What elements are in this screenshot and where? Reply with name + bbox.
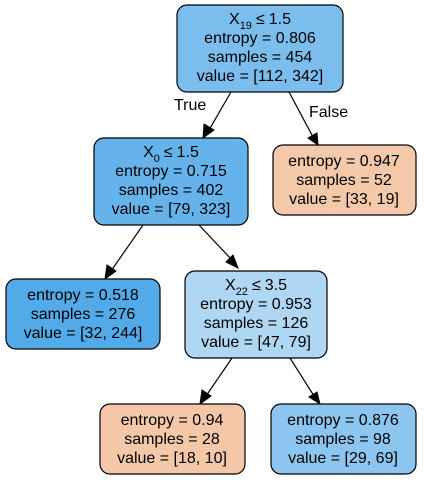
node-box [5, 278, 161, 350]
arrow-head-root-left [202, 123, 215, 140]
entropy-text: entropy = 0.715 [115, 163, 227, 180]
split-condition: X0 ≤1.5 [143, 144, 199, 165]
edge-left-right-to-left-right-left [205, 357, 233, 397]
value-text: value = [112, 342] [197, 68, 323, 85]
edge-root-to-right [288, 91, 314, 138]
entropy-text: entropy = 0.876 [287, 412, 399, 429]
split-feature-index: 0 [154, 153, 160, 165]
split-operator: ≤ [252, 277, 261, 294]
node-box [272, 144, 417, 216]
entropy-text: entropy = 0.94 [121, 412, 224, 429]
split-threshold: 1.5 [177, 144, 199, 161]
split-feature: X [143, 144, 154, 161]
samples-text: samples = 98 [295, 431, 391, 448]
edge-left-right-to-left-right-right [289, 357, 315, 397]
arrow-head-left-right-right [308, 391, 321, 406]
value-text: value = [32, 244] [24, 325, 143, 342]
samples-text: samples = 126 [204, 315, 309, 332]
node-box [93, 137, 249, 226]
tree-node-left-right-right: entropy = 0.876 samples = 98 value = [29… [270, 403, 417, 475]
samples-text: samples = 402 [119, 182, 224, 199]
value-text: value = [79, 323] [112, 201, 231, 218]
split-feature-index: 22 [236, 286, 248, 298]
value-text: value = [33, 19] [289, 191, 399, 208]
split-feature: X [225, 277, 236, 294]
edge-root-to-left [208, 91, 232, 131]
entropy-text: entropy = 0.947 [288, 153, 400, 170]
entropy-text: entropy = 0.953 [200, 296, 312, 313]
value-text: value = [18, 10] [117, 450, 227, 467]
edge-label-true: True [174, 97, 206, 114]
samples-text: samples = 454 [208, 49, 313, 66]
edge-left-to-left-left [110, 224, 144, 272]
split-operator: ≤ [164, 144, 173, 161]
tree-node-left-right: X22 ≤3.5 entropy = 0.953 samples = 126 va… [184, 270, 328, 359]
split-threshold: 1.5 [269, 11, 291, 28]
arrow-head-left-left [104, 264, 117, 281]
value-text: value = [29, 69] [288, 450, 398, 467]
samples-text: samples = 276 [31, 306, 136, 323]
entropy-text: entropy = 0.806 [204, 30, 316, 47]
tree-edges: True False [104, 91, 348, 406]
split-threshold: 3.5 [265, 277, 287, 294]
tree-node-left: X0 ≤1.5 entropy = 0.715 samples = 402 val… [93, 137, 249, 226]
samples-text: samples = 52 [296, 172, 392, 189]
node-box [176, 4, 344, 93]
arrow-head-left-right [225, 254, 239, 270]
value-text: value = [47, 79] [201, 334, 311, 351]
split-operator: ≤ [256, 11, 265, 28]
split-feature: X [229, 11, 240, 28]
entropy-text: entropy = 0.518 [27, 287, 139, 304]
tree-node-left-left: entropy = 0.518 samples = 276 value = [3… [5, 278, 161, 350]
arrow-head-root-right [307, 132, 319, 147]
node-box [99, 403, 246, 475]
tree-node-right: entropy = 0.947 samples = 52 value = [33… [272, 144, 417, 216]
samples-text: samples = 28 [124, 431, 220, 448]
split-feature-index: 19 [240, 20, 252, 32]
tree-node-left-right-left: entropy = 0.94 samples = 28 value = [18,… [99, 403, 246, 475]
edge-left-to-left-right [198, 224, 233, 261]
edge-label-false: False [309, 104, 348, 121]
node-box [270, 403, 417, 475]
node-box [184, 270, 328, 359]
split-condition: X19 ≤1.5 [229, 11, 291, 32]
arrow-head-left-right-left [199, 389, 212, 406]
tree-node-root: X19 ≤1.5 entropy = 0.806 samples = 454 va… [176, 4, 344, 93]
split-condition: X22 ≤3.5 [225, 277, 287, 298]
